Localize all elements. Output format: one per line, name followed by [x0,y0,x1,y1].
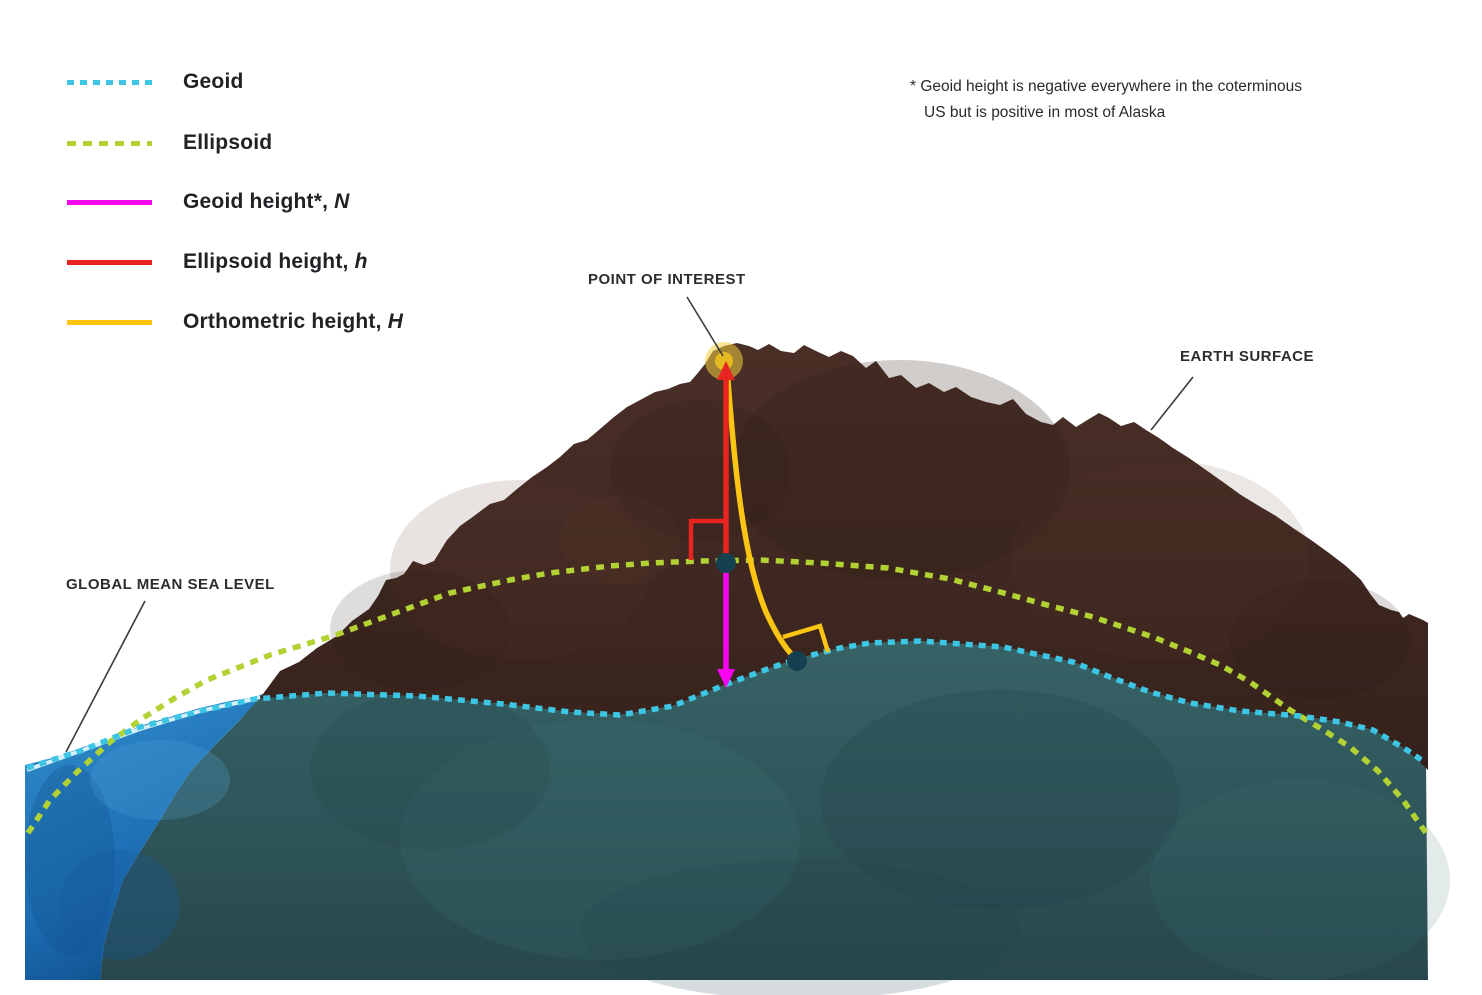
bedrock-texture [310,690,1450,995]
right-angle-marker-geoid [782,623,831,653]
ellipsoid-height-arrowhead [717,361,735,380]
geoid-height-footnote: * Geoid height is negative everywhere in… [910,78,1303,121]
ellipsoid-line-swatch [67,140,152,146]
orthometric-height-swatch [67,319,152,325]
legend-label: Geoid [183,70,244,93]
mountain-above-geoid [255,343,1428,770]
poi-leader-line [686,296,724,357]
ellipsoid-height-swatch [67,259,152,265]
legend-label: Orthometric height, H [183,310,404,333]
right-angle-marker-ellipsoid [688,518,725,560]
legend-item-geoid-height: Geoid height*, N [67,187,350,217]
legend-item-ellipsoid: Ellipsoid [67,128,272,158]
ellipsoid-line [25,557,1429,835]
poi-highlight-core [715,352,733,370]
point-marker-geoid [787,651,807,671]
ocean-texture [25,740,230,960]
earth-surface-label: EARTH SURFACE [1180,348,1314,365]
legend-item-ellipsoid-height: Ellipsoid height, h [67,247,368,277]
geoid-line [26,638,1428,771]
geoid-height-swatch [67,199,152,205]
ocean [25,694,263,980]
legend-label: Geoid height*, N [183,190,350,213]
mountain-texture [330,360,1410,700]
geoid-line-swatch [67,79,152,85]
orthometric-height-curve [724,367,799,663]
legend-label: Ellipsoid height, h [183,250,368,273]
earth-surface-leader-line [1150,376,1194,431]
global-mean-sea-level-label: GLOBAL MEAN SEA LEVEL [66,576,275,593]
legend-label: Ellipsoid [183,131,273,154]
bedrock-below-geoid [100,641,1428,980]
sea-level-leader-line [65,600,146,753]
legend-item-geoid: Geoid [67,67,244,97]
point-marker-ellipsoid [716,553,736,573]
point-of-interest-label: POINT OF INTEREST [588,271,746,288]
legend-item-orthometric-height: Orthometric height, H [67,307,403,337]
geoid-height-arrowhead [717,669,735,688]
